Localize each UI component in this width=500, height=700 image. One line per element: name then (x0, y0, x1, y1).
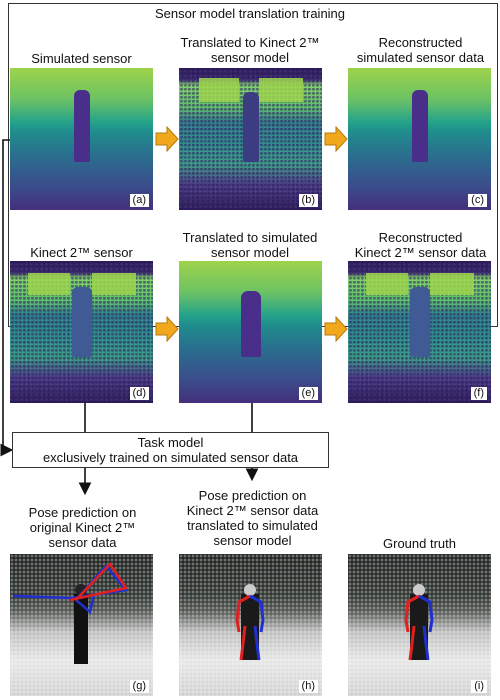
caption-c: (c) (468, 194, 487, 207)
kinect-window (28, 273, 70, 295)
label-translated-to-simulated: Translated to simulated sensor model (182, 230, 318, 260)
panel-reconstructed-kinect: (f) (348, 261, 491, 403)
task-model-subtitle: exclusively trained on simulated sensor … (42, 450, 299, 465)
caption-d: (d) (129, 387, 149, 400)
person-silhouette (241, 291, 261, 357)
caption-h: (h) (298, 680, 318, 693)
caption-g: (g) (129, 680, 149, 693)
label-simulated-sensor: Simulated sensor (31, 51, 132, 66)
person-head (244, 584, 256, 596)
label-translated-to-kinect: Translated to Kinect 2™ sensor model (180, 35, 320, 65)
task-model-box: Task model exclusively trained on simula… (12, 432, 329, 468)
pose-original-overlay (12, 562, 129, 664)
pose-translated-overlay (235, 584, 265, 661)
panel-simulated-sensor: (a) (10, 68, 153, 210)
person-head (413, 584, 425, 596)
person-silhouette (243, 92, 259, 162)
panel-translated-to-simulated: (e) (179, 261, 322, 403)
kinect-window (199, 78, 239, 102)
person-figure (74, 594, 88, 664)
arrow-a-to-b (155, 126, 179, 152)
panel-pose-translated: (h) (179, 554, 322, 696)
label-pose-original: Pose prediction on original Kinect 2™ se… (28, 505, 137, 550)
label-reconstructed-simulated: Reconstructed simulated sensor data (356, 35, 485, 65)
person-silhouette (410, 287, 430, 357)
arrow-e-to-f (324, 316, 348, 342)
connector-a-to-task (0, 139, 14, 457)
person-figure (410, 594, 428, 660)
outer-title: Sensor model translation training (100, 6, 400, 21)
kinect-window (92, 273, 136, 295)
kinect-window (366, 273, 408, 295)
caption-f: (f) (470, 387, 487, 400)
caption-a: (a) (129, 194, 149, 207)
person-silhouette (72, 287, 92, 357)
panel-ground-truth: (i) (348, 554, 491, 696)
pose-red-limbs (69, 562, 129, 602)
pose-blue-limbs (12, 564, 129, 615)
kinect-window (259, 78, 303, 102)
panel-pose-original: (g) (10, 554, 153, 696)
label-reconstructed-kinect: Reconstructed Kinect 2™ sensor data (354, 230, 487, 260)
arrow-b-to-c (324, 126, 348, 152)
ground-truth-overlay (404, 584, 434, 661)
caption-e: (e) (298, 387, 318, 400)
panel-translated-to-kinect: (b) (179, 68, 322, 210)
label-ground-truth: Ground truth (383, 536, 456, 551)
caption-i: (i) (471, 680, 487, 693)
label-pose-translated: Pose prediction on Kinect 2™ sensor data… (186, 488, 319, 548)
panel-kinect-sensor: (d) (10, 261, 153, 403)
panel-reconstructed-simulated: (c) (348, 68, 491, 210)
person-silhouette (412, 90, 428, 162)
task-model-title: Task model (137, 435, 204, 450)
arrow-d-to-e (155, 316, 179, 342)
caption-b: (b) (298, 194, 318, 207)
person-figure (241, 594, 259, 660)
kinect-window (430, 273, 474, 295)
label-kinect-sensor: Kinect 2™ sensor (30, 245, 133, 260)
person-silhouette (74, 90, 90, 162)
